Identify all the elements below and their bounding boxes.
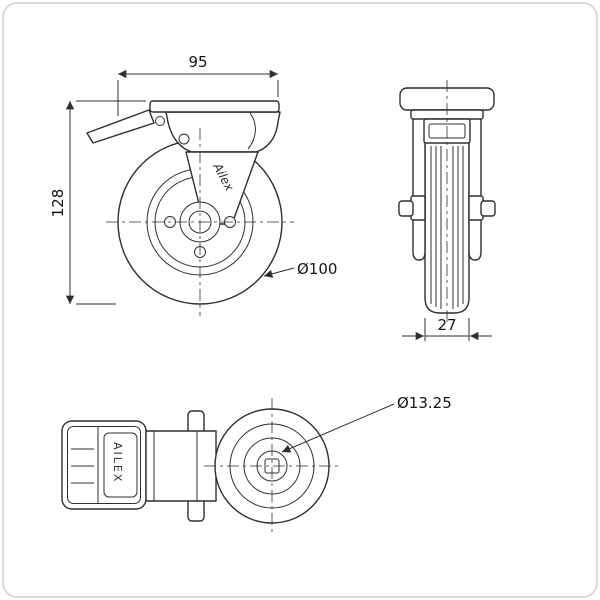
top-plate [149,100,280,113]
leader-wheel-diameter: Ø100 [263,260,337,278]
front-view: 27 [398,80,496,341]
tread-lines [430,146,464,309]
leader-line [281,403,395,453]
axle-bolt-left [398,200,414,217]
side-top-assembly [86,100,281,153]
dim-height-128: 128 [49,100,146,305]
tread-outline [424,119,470,314]
brand-frame [103,432,138,498]
leader-line [263,267,295,278]
lever-pivot-hole [155,116,165,126]
leader-hole-diameter: Ø13.25 [281,394,452,453]
brand-text: AILEX [111,442,124,483]
housing-bolt-hole [178,133,190,145]
dim-label-wheel-diameter: Ø100 [297,260,337,278]
dim-label-hole-diameter: Ø13.25 [397,394,452,412]
swivel-dome-arc [247,112,256,150]
brake-lever [86,109,155,144]
axle-bolt-right [480,200,496,217]
bottom-wheel [204,398,342,534]
dim-label-height: 128 [49,189,67,218]
pedal-ribs [71,448,94,484]
swivel-housing [165,111,281,153]
fork-leg-right [468,117,482,261]
pedal-inner [67,426,141,504]
bottom-view: AILEX Ø13.25 [61,394,452,534]
dim-label-width: 95 [188,53,207,71]
side-view: Ailex 95 128 Ø100 [49,53,337,316]
dim-width-95: 95 [117,53,279,116]
fork-leg-left [412,117,426,261]
dim-label-tread: 27 [437,316,456,334]
dim-tread-27: 27 [402,316,492,341]
pedal-plan: AILEX [61,420,147,510]
